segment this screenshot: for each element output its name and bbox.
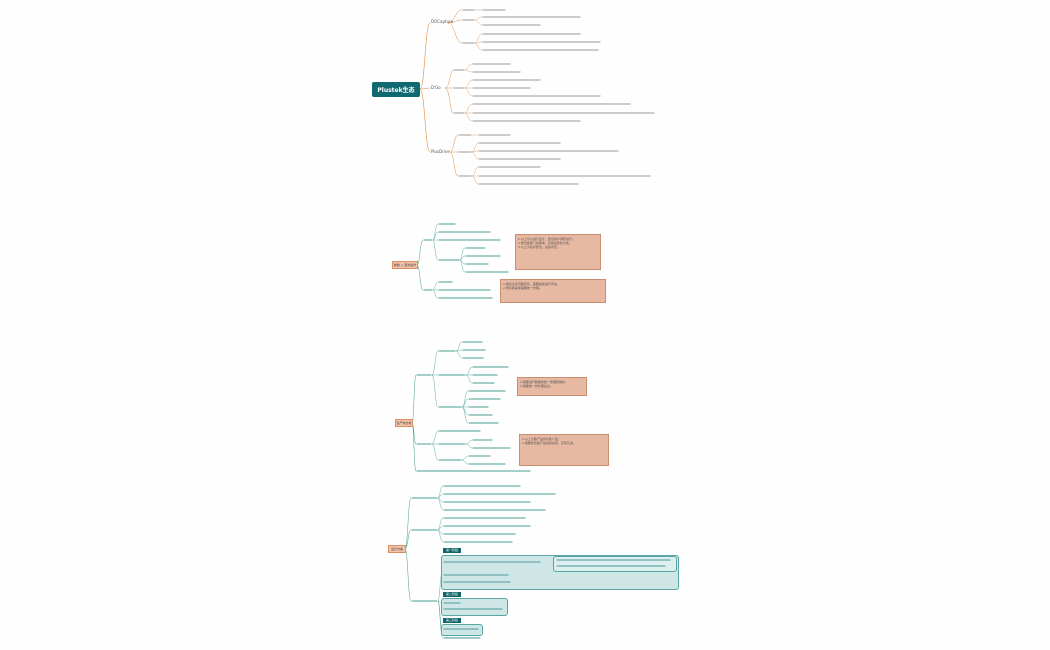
section-docapture-label: DOCapture <box>431 19 454 24</box>
note-line: 3.以上为初步想法，后续待定。 <box>518 245 560 249</box>
section-plusdrive-label: PlusDrive <box>431 149 450 154</box>
note-line: 1.以上可以进行设计，结合用户调研进行。 <box>518 237 575 241</box>
note-line: 2.整合各部门的需求，完成最终的方案。 <box>518 241 572 245</box>
phase-2-title[interactable]: 第二阶段 <box>443 592 462 597</box>
note-line: 1.需要进行数据的统一整理和维护。 <box>520 380 568 384</box>
phase-3-title-text: 第三阶段 <box>446 618 459 622</box>
note-production-1: 1.需要进行数据的统一整理和维护。 2.需要统一的管理后台。 <box>517 377 587 396</box>
phase-1-title-text: 第一阶段 <box>446 548 459 552</box>
phase-2-title-text: 第二阶段 <box>446 592 459 596</box>
phase-3-title[interactable]: 第三阶段 <box>443 618 462 623</box>
note-line: 2.需要整合各产品线的资源，实现互通。 <box>522 441 576 445</box>
group-label-design[interactable]: 设计方案 <box>388 545 406 553</box>
note-line: 2.所有的需求需要统一管理。 <box>503 286 542 290</box>
section-dgo-label: D'Go <box>431 85 441 90</box>
group-label-acquisition[interactable]: 收购 + 回访提升 <box>392 261 418 269</box>
section-dgo[interactable]: D'Go <box>431 86 441 90</box>
group-label-acquisition-text: 收购 + 回访提升 <box>393 263 417 267</box>
root-node[interactable]: Plustek生态 <box>372 82 420 97</box>
phase-1-title[interactable]: 第一阶段 <box>443 548 462 553</box>
note-line: 2.需要统一的管理后台。 <box>520 384 553 388</box>
note-line: 1.以上为各产品的功能介绍。 <box>522 437 561 441</box>
note-acquisition-2: 1.相关业务流程复杂，需要提前进行评估。 2.所有的需求需要统一管理。 <box>500 279 606 303</box>
note-production-2: 1.以上为各产品的功能介绍。 2.需要整合各产品线的资源，实现互通。 <box>519 434 609 466</box>
root-title: Plustek生态 <box>377 87 415 94</box>
note-line: 1.相关业务流程复杂，需要提前进行评估。 <box>503 282 560 286</box>
phase-3-panel <box>441 624 483 636</box>
group-label-design-text: 设计方案 <box>390 547 403 551</box>
section-plusdrive[interactable]: PlusDrive <box>431 150 450 154</box>
note-acquisition-1: 1.以上可以进行设计，结合用户调研进行。 2.整合各部门的需求，完成最终的方案。… <box>515 234 601 270</box>
group-label-production[interactable]: 生产线分析 <box>395 419 413 427</box>
section-docapture[interactable]: DOCapture <box>431 20 453 24</box>
group-label-production-text: 生产线分析 <box>396 421 412 425</box>
